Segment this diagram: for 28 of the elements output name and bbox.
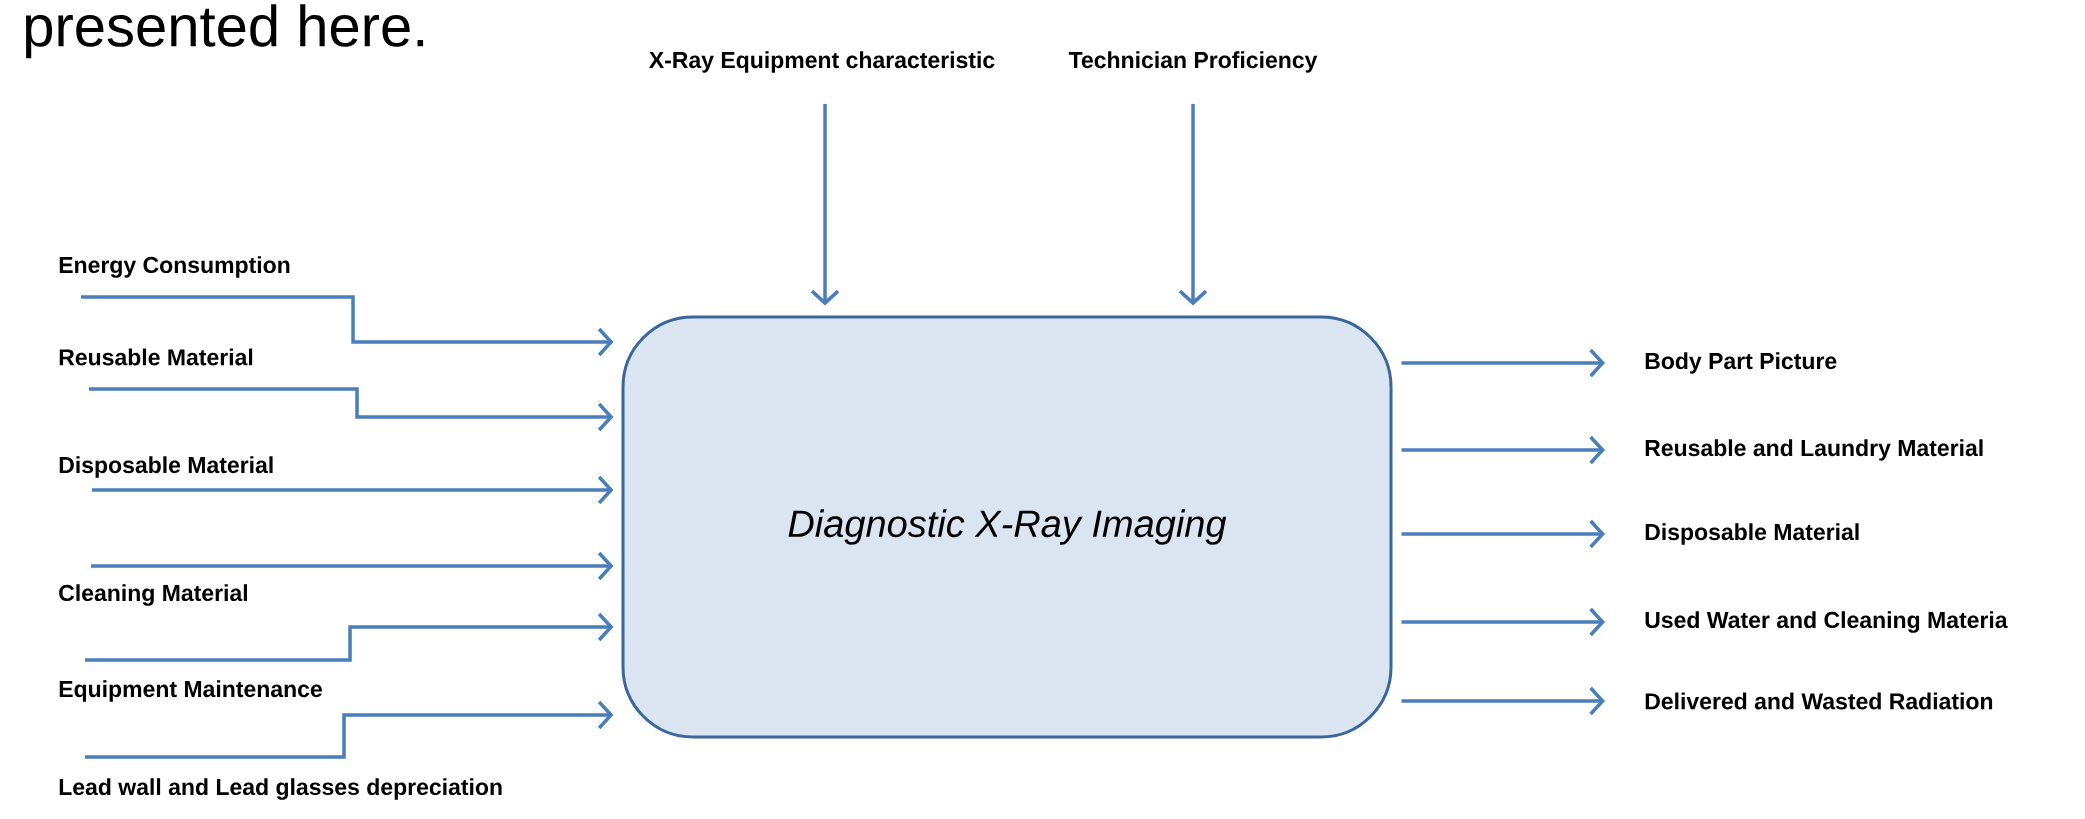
output-label: Reusable and Laundry Material: [1645, 439, 1983, 461]
process-box: Diagnostic X-Ray Imaging: [621, 315, 1393, 739]
arrow: [89, 387, 614, 432]
input-label: Reusable Material: [59, 348, 253, 366]
arrow: [85, 700, 614, 759]
arrow: [81, 295, 614, 357]
output-label: Used Water and Cleaning Materia: [1645, 611, 2008, 633]
input-label: X-Ray Equipment characteristic: [649, 51, 995, 73]
input-label: Technician Proficiency: [1068, 51, 1318, 73]
arrow: [92, 475, 614, 505]
arrow: [91, 551, 614, 581]
input-label: Cleaning Material: [59, 584, 247, 606]
output-label: Delivered and Wasted Radiation: [1645, 692, 1993, 710]
input-label: Disposable Material: [59, 456, 273, 478]
arrow: [810, 103, 840, 306]
arrow: [1178, 103, 1208, 306]
input-label: Equipment Maintenance: [59, 680, 322, 702]
arrow: [1401, 519, 1605, 549]
output-label: Body Part Picture: [1645, 352, 1837, 374]
input-label: Lead wall and Lead glasses depreciation: [59, 778, 502, 800]
arrow: [1401, 607, 1605, 637]
input-label: Energy Consumption: [59, 256, 290, 278]
arrow: [1401, 435, 1605, 465]
arrow: [85, 612, 614, 662]
arrow: [1401, 686, 1605, 716]
output-label: Disposable Material: [1645, 523, 1859, 545]
heading-text: presented here.: [25, 4, 424, 59]
arrow: [1401, 348, 1605, 378]
